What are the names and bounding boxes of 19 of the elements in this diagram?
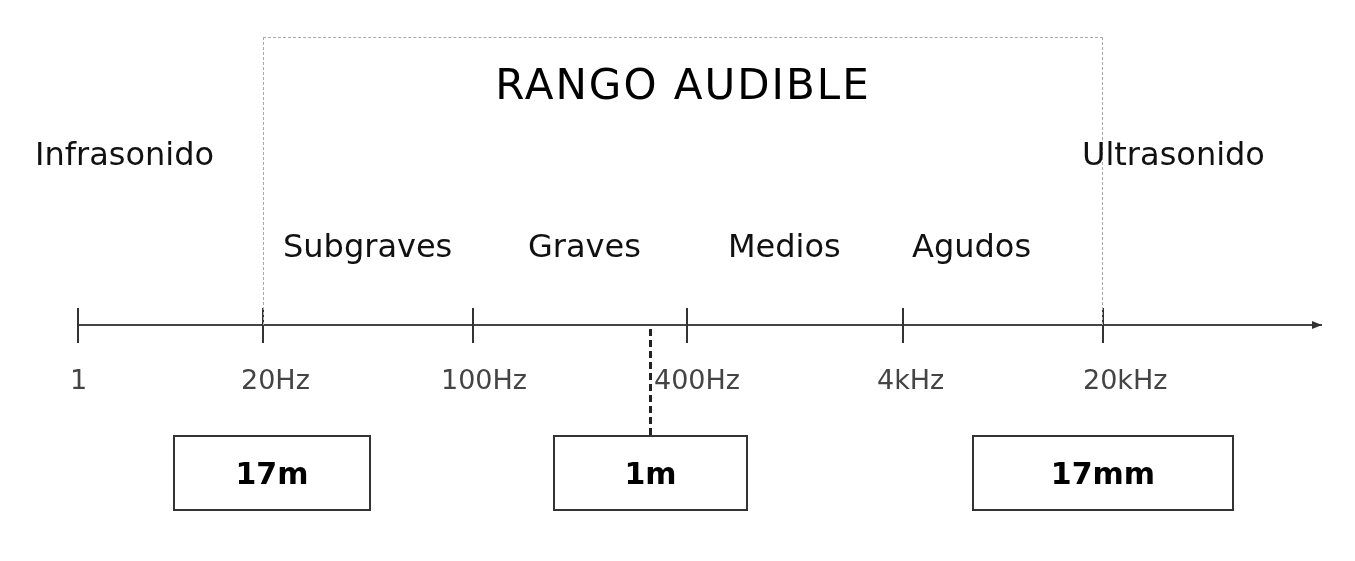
wavelength-box bbox=[972, 435, 1234, 511]
region-label: Infrasonido bbox=[35, 135, 215, 173]
band-label: Medios bbox=[728, 227, 841, 265]
tick-label: 4kHz bbox=[877, 364, 945, 395]
wavelength-value: 17mm bbox=[1050, 455, 1156, 491]
tick-label: 1 bbox=[70, 364, 88, 395]
region-label: Ultrasonido bbox=[1082, 135, 1265, 173]
wavelength-value: 1m bbox=[624, 455, 677, 491]
band-label: Graves bbox=[528, 227, 641, 265]
tick-label: 20kHz bbox=[1083, 364, 1168, 395]
range-title: RANGO AUDIBLE bbox=[494, 60, 872, 109]
band-label: Subgraves bbox=[283, 227, 453, 265]
tick-label: 400Hz bbox=[654, 364, 740, 395]
band-label: Agudos bbox=[912, 227, 1032, 265]
tick-label: 20Hz bbox=[241, 364, 310, 395]
wavelength-box bbox=[553, 435, 748, 511]
wavelength-box bbox=[173, 435, 371, 511]
wavelength-value: 17m bbox=[235, 455, 309, 491]
tick-label: 100Hz bbox=[441, 364, 527, 395]
